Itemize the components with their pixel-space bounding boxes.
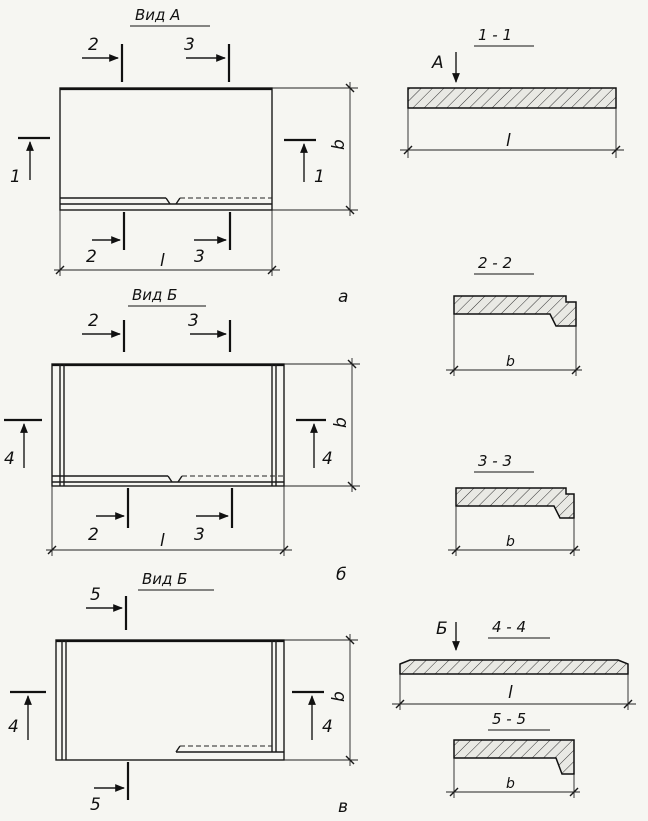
cut-label-3-top-b: 3 — [188, 311, 199, 331]
section-5-5-profile — [453, 739, 575, 775]
cut-label-3-bottom: 3 — [194, 247, 205, 267]
cut-label-4-right-b: 4 — [322, 449, 333, 469]
view-v-letter: в — [338, 797, 348, 817]
view-b-letter: б — [336, 565, 346, 585]
dim-width-b: b — [331, 417, 351, 428]
cut-label-5-top: 5 — [90, 585, 101, 605]
view-b-title: Вид Б — [132, 286, 177, 304]
section-3-3-title: 3 - 3 — [478, 452, 512, 470]
section-4-4-profile — [399, 659, 629, 675]
view-v: Вид Б 5 4 4 b 5 в — [8, 570, 358, 817]
section-3-3: 3 - 3 b — [448, 452, 580, 556]
dim-width-v: b — [329, 691, 349, 702]
cut-label-2-top: 2 — [88, 35, 99, 55]
section-4-4-title: 4 - 4 — [492, 618, 526, 636]
view-arrow-a-label: А — [431, 53, 444, 73]
slab-plan-v — [55, 639, 285, 761]
section-2-2-profile — [453, 295, 577, 327]
dim-width-s33: b — [506, 534, 515, 550]
dim-length-s44: l — [508, 683, 513, 703]
section-2-2: 2 - 2 b — [446, 254, 582, 376]
cut-label-3-top: 3 — [184, 35, 195, 55]
dim-length-s11: l — [506, 131, 511, 151]
cut-label-1-right: 1 — [314, 167, 325, 187]
cut-label-3-bottom-b: 3 — [194, 525, 205, 545]
section-5-5: 5 - 5 b — [446, 710, 580, 798]
view-a: Вид А 2 3 1 1 b 2 — [10, 6, 358, 307]
cut-label-4-right-v: 4 — [322, 717, 333, 737]
section-3-3-profile — [455, 487, 575, 519]
dim-width-a: b — [329, 139, 349, 150]
cut-label-4-left-b: 4 — [4, 449, 15, 469]
section-5-5-title: 5 - 5 — [492, 710, 526, 728]
section-1-1: 1 - 1 А l — [400, 26, 624, 158]
section-1-1-title: 1 - 1 — [478, 26, 512, 44]
cut-label-1-left: 1 — [10, 167, 21, 187]
view-a-title: Вид А — [135, 6, 180, 24]
dim-length-b: l — [160, 531, 165, 551]
view-v-title: Вид Б — [142, 570, 187, 588]
cut-label-2-bottom-b: 2 — [88, 525, 99, 545]
cut-label-4-left-v: 4 — [8, 717, 19, 737]
dim-width-s22: b — [506, 354, 515, 370]
section-1-1-profile — [407, 87, 617, 109]
cut-label-2-bottom: 2 — [86, 247, 97, 267]
view-b: Вид Б 2 3 4 4 b 2 — [4, 286, 360, 585]
slab-plan-a — [59, 87, 273, 211]
cut-label-2-top-b: 2 — [88, 311, 99, 331]
dim-length-a: l — [160, 251, 165, 271]
cut-label-5-bottom: 5 — [90, 795, 101, 815]
section-2-2-title: 2 - 2 — [478, 254, 512, 272]
slab-plan-b — [51, 363, 285, 487]
section-4-4: Б 4 - 4 l — [392, 618, 636, 710]
dim-width-s55: b — [506, 776, 515, 792]
view-arrow-b-label: Б — [436, 619, 448, 639]
view-a-letter: а — [338, 287, 348, 307]
